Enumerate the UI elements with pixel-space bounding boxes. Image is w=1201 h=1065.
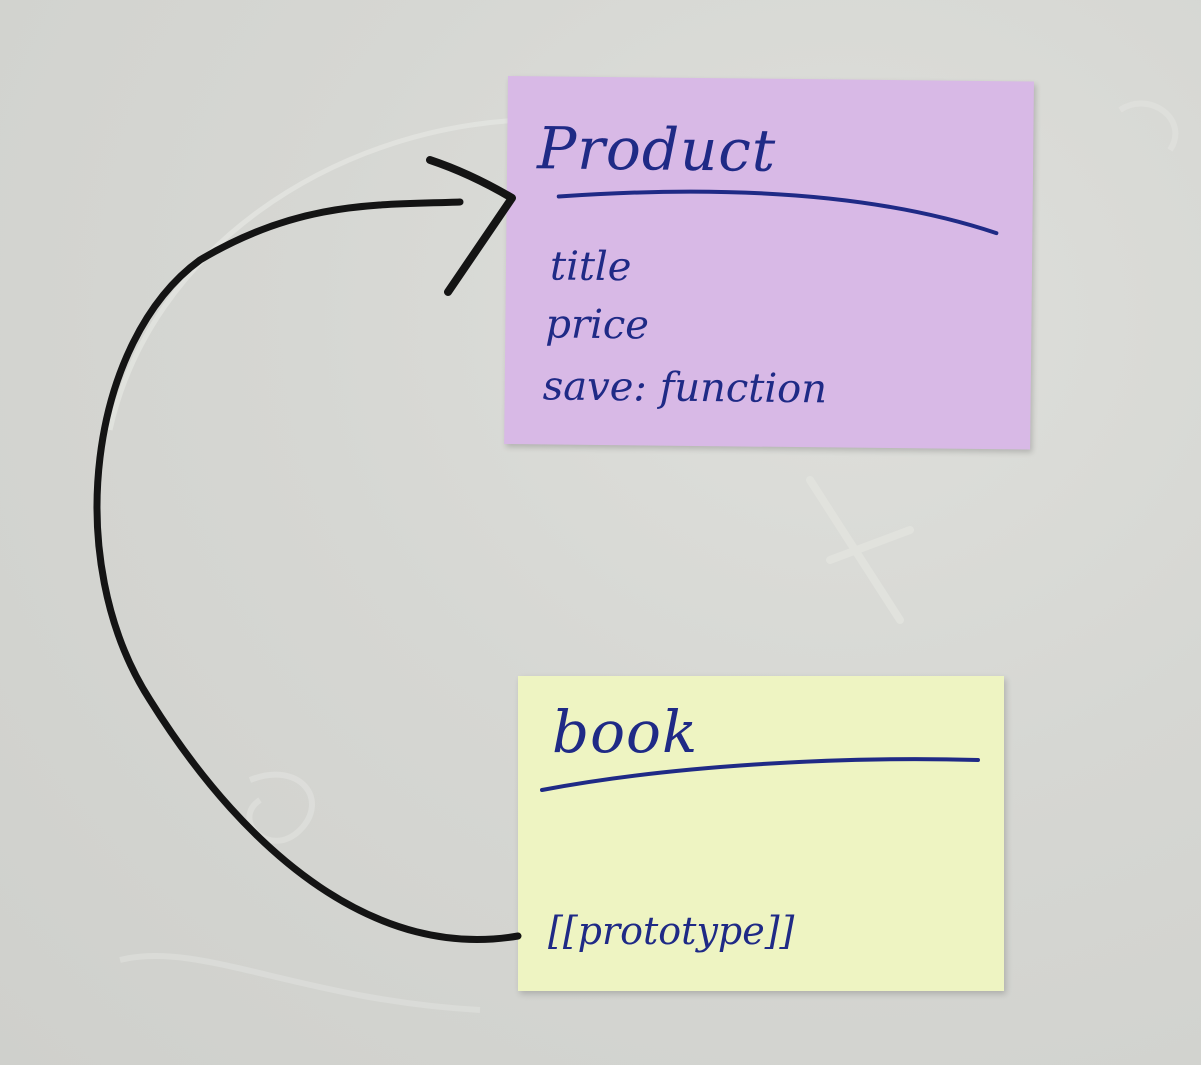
book-note: book [[prototype]] — [518, 676, 1004, 991]
arrow-curve — [93, 198, 522, 943]
arrowhead-icon — [426, 156, 516, 296]
product-title-underline — [556, 189, 999, 236]
product-note: Product title price save: function — [504, 76, 1034, 450]
book-field-prototype: [[prototype]] — [548, 909, 795, 953]
book-note-title: book — [552, 698, 699, 766]
book-title-underline — [540, 757, 980, 792]
